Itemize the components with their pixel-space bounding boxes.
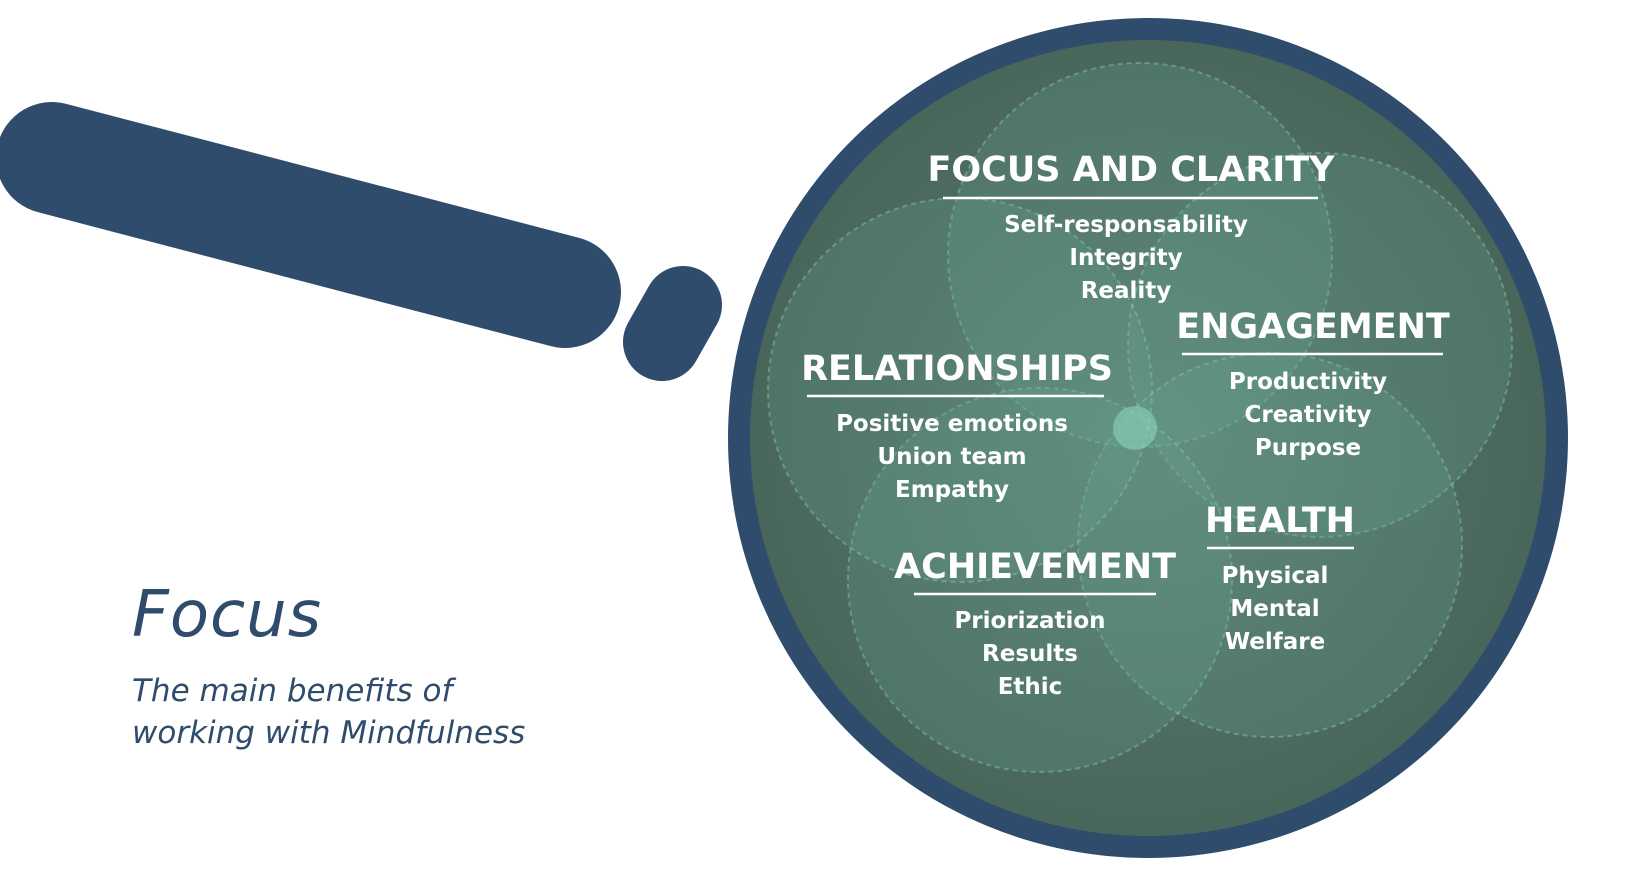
petal-circle-right [1127,152,1513,538]
section-relationships-item: Union team [877,444,1026,470]
section-achievement-title: ACHIEVEMENT [894,547,1176,587]
section-focus-title: FOCUS AND CLARITY [927,150,1335,190]
caption-subtitle-line: working with Mindfulness [132,715,526,751]
section-relationships-item: Empathy [895,477,1009,503]
section-achievement-item: Results [982,641,1078,667]
section-health-item: Physical [1222,563,1329,589]
flower-petals [767,62,1513,773]
section-relationships: RELATIONSHIPS Positive emotions Union te… [801,349,1113,503]
section-relationships-item: Positive emotions [836,411,1068,437]
caption-subtitle-line: The main benefits of [132,673,453,709]
caption-title: Focus [132,578,323,652]
section-achievement: ACHIEVEMENT Priorization Results Ethic [894,547,1176,700]
section-health: HEALTH Physical Mental Welfare [1205,501,1355,655]
section-focus-item: Self-responsability [1004,212,1248,238]
section-focus-item: Integrity [1069,245,1182,271]
section-relationships-title: RELATIONSHIPS [801,349,1113,389]
caption-subtitle: The main benefits of working with Mindfu… [132,670,525,754]
section-engagement-item: Purpose [1255,435,1361,461]
section-engagement-item: Creativity [1244,402,1371,428]
section-focus-item: Reality [1081,278,1172,304]
section-achievement-item: Ethic [998,674,1063,700]
section-health-title: HEALTH [1205,501,1355,541]
magnifier-handle [0,102,621,348]
section-engagement-item: Productivity [1229,369,1387,395]
section-achievement-item: Priorization [954,608,1105,634]
section-engagement: ENGAGEMENT Productivity Creativity Purpo… [1176,307,1450,461]
section-health-item: Welfare [1225,629,1326,655]
petal-circle-bottom-left [847,387,1233,773]
magnifier-handle-joint [623,266,722,381]
section-engagement-title: ENGAGEMENT [1176,307,1450,347]
flower-center [1113,406,1157,450]
section-focus: FOCUS AND CLARITY Self-responsability In… [927,150,1335,304]
section-health-item: Mental [1230,596,1319,622]
